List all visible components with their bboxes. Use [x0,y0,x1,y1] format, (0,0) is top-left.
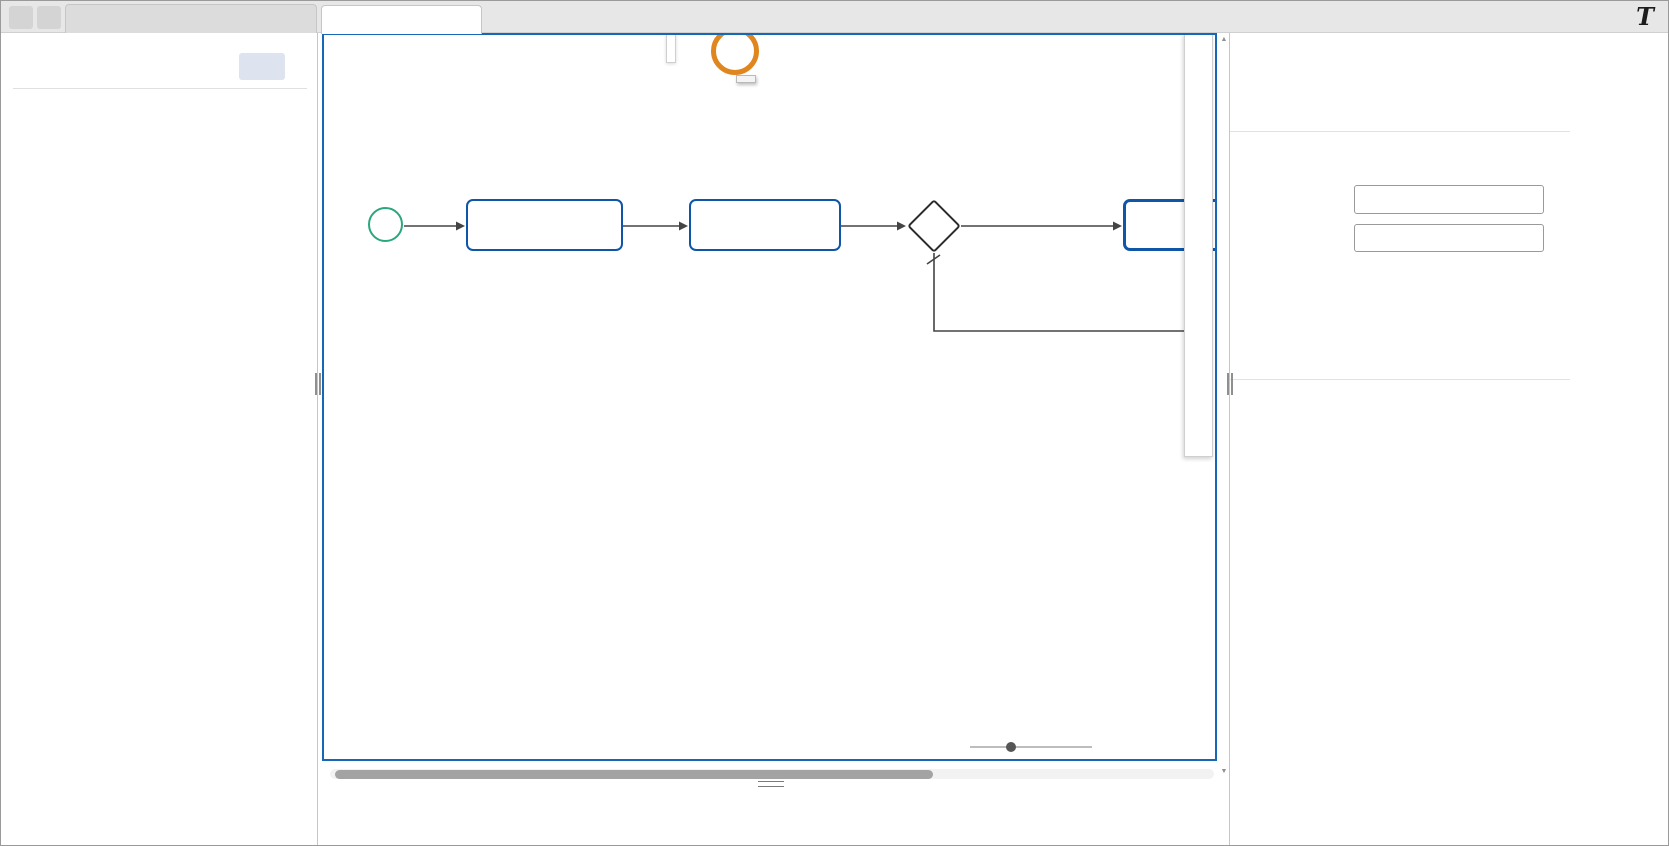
zoom-out-button[interactable] [944,738,962,756]
assets-button[interactable] [239,53,285,80]
name-field[interactable] [1354,185,1544,214]
task-enter-web-order[interactable] [466,199,623,251]
scrollbar-thumb[interactable] [335,769,933,779]
cursor-pointer-icon [728,57,746,75]
right-splitter-handle[interactable] [1225,373,1234,395]
properties-panel [1229,33,1668,845]
canvas-toolbar [666,35,676,63]
assets-icon [251,59,266,74]
close-attributes-icon[interactable] [1540,147,1555,162]
section-divider [1230,131,1570,132]
warning-icon [1347,42,1364,59]
asset-tree [7,101,315,841]
scroll-down-icon[interactable]: ▼ [1220,768,1228,775]
close-search-icon[interactable] [293,60,307,74]
close-tab-icon[interactable] [457,13,471,27]
vertical-scrollbar[interactable]: ▲ ▼ [1219,33,1229,779]
zoom-slider[interactable] [970,738,1092,756]
top-bar: T [1,1,1668,34]
exclusive-gateway-icon [923,215,946,238]
section-divider [1230,379,1570,380]
highlight-ring [711,35,759,75]
fit-to-screen-button[interactable] [1160,738,1178,756]
tooltip [736,75,756,83]
validation-icon [1258,393,1276,411]
project-tab-orderprocessing[interactable] [65,4,317,33]
sequence-flows [404,221,1204,332]
left-splitter-handle[interactable] [313,373,322,395]
settings-button[interactable] [37,6,61,29]
service-task-icon [1131,206,1145,220]
asset-search-row [13,45,307,89]
zoom-slider-handle[interactable] [1006,742,1016,752]
topbar-actions: T [1572,1,1654,33]
close-controls-icon[interactable] [1540,41,1555,56]
app-logo: T [1636,2,1654,31]
controls-icon [1270,41,1288,59]
folder-button[interactable] [9,6,33,29]
search-icon [13,59,29,75]
scroll-up-icon[interactable]: ▲ [1220,36,1228,43]
process-editor: ▲ ▼ [318,33,1229,845]
zoom-in-button[interactable] [1100,738,1118,756]
bottom-pane-resize-handle[interactable] [758,781,784,787]
add-role-button[interactable] [1523,227,1541,245]
roles-field[interactable] [1354,224,1544,252]
editor-tab-orderapproval[interactable] [321,5,482,34]
zoom-slider-track [970,746,1092,748]
attributes-icon [1258,147,1276,165]
start-event[interactable] [368,207,403,242]
task-create-order-erp[interactable] [689,199,841,251]
assets-sidebar [1,33,318,845]
process-icon [332,13,347,28]
fullscreen-button[interactable] [1130,738,1148,756]
eye-icon[interactable] [1604,8,1623,27]
process-icon [77,12,92,27]
horizontal-scrollbar[interactable] [330,769,1214,779]
search-icon[interactable] [1572,8,1591,27]
service-task-icon [696,205,710,219]
palette [1184,35,1213,457]
search-input[interactable] [37,59,231,74]
close-validation-icon[interactable] [1540,393,1555,408]
bpmn-canvas[interactable] [322,33,1217,761]
zoom-bar [944,737,1178,757]
user-task-icon [473,205,487,219]
